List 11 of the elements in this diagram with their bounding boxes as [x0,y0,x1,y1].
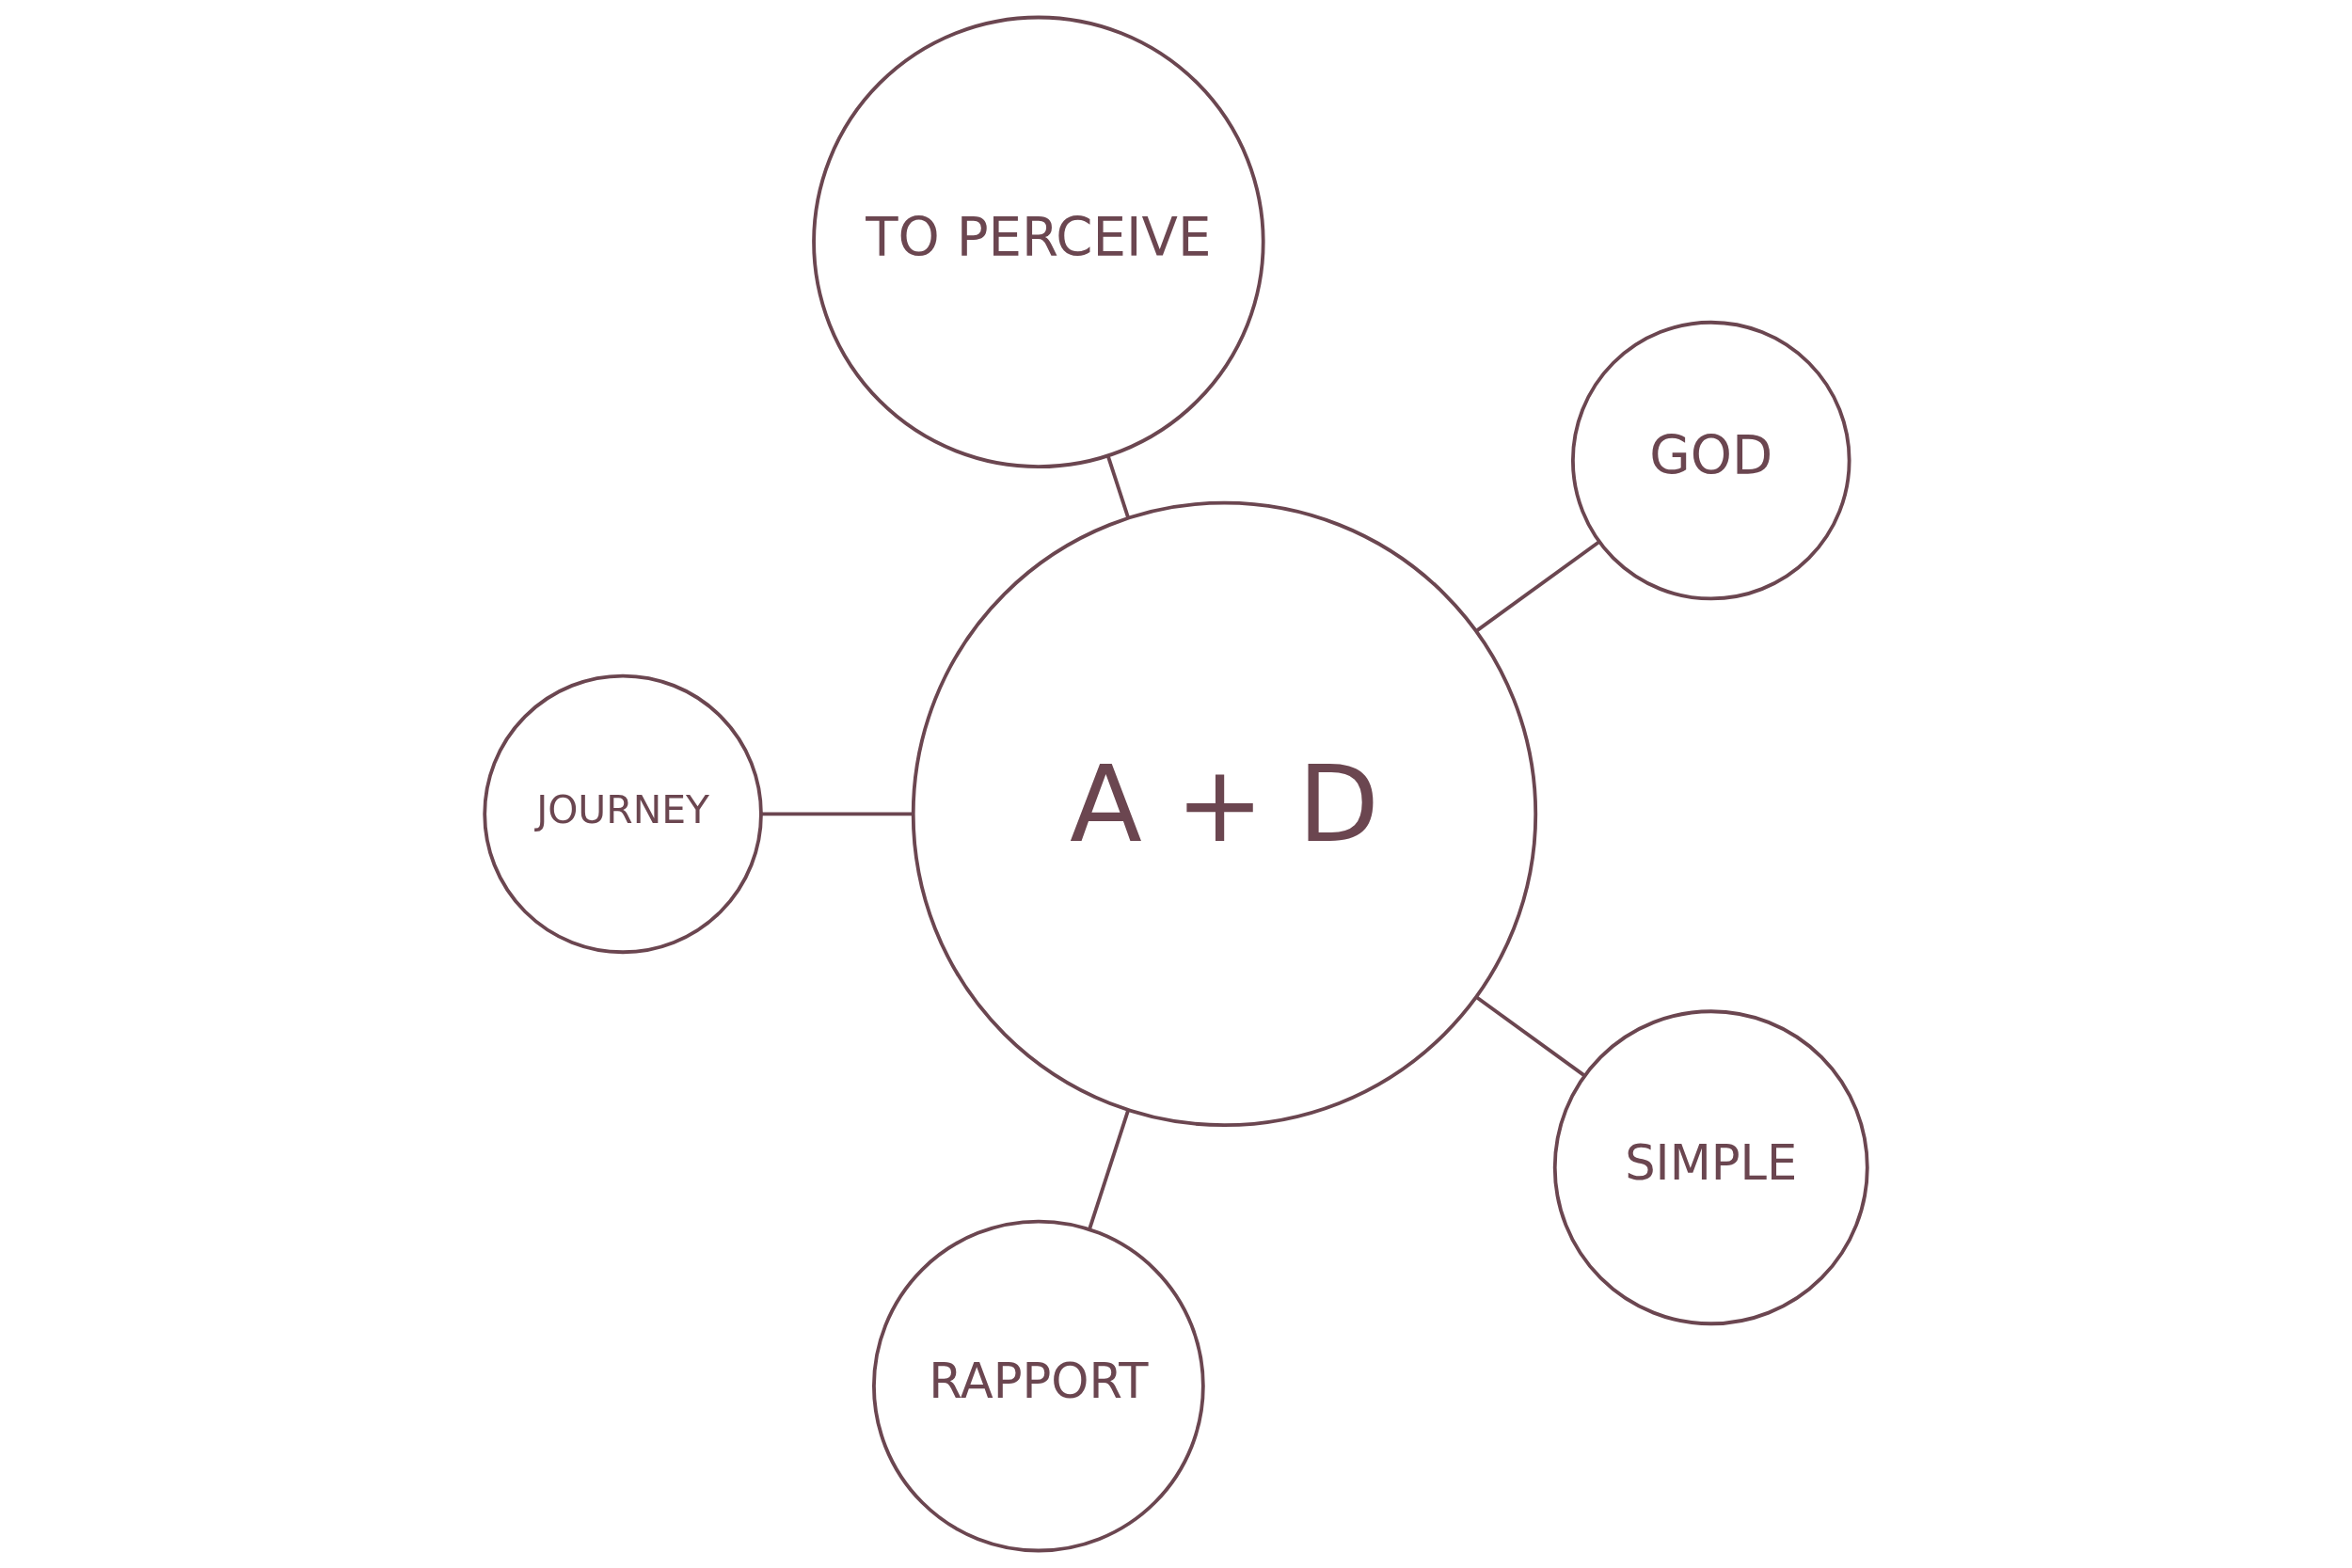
node-circle: GOD [1570,320,1851,601]
node-circle: JOURNEY [483,673,763,955]
connector [761,812,914,816]
connector [1088,1109,1131,1230]
node-circle: RAPPORT [872,1219,1205,1553]
connector [1475,995,1586,1078]
node-circle: TO PERCEIVE [812,15,1265,469]
connector [1106,455,1131,519]
node-circle: SIMPLE [1552,1009,1869,1326]
node-circle: A + D [911,500,1538,1128]
connector [1475,540,1600,633]
